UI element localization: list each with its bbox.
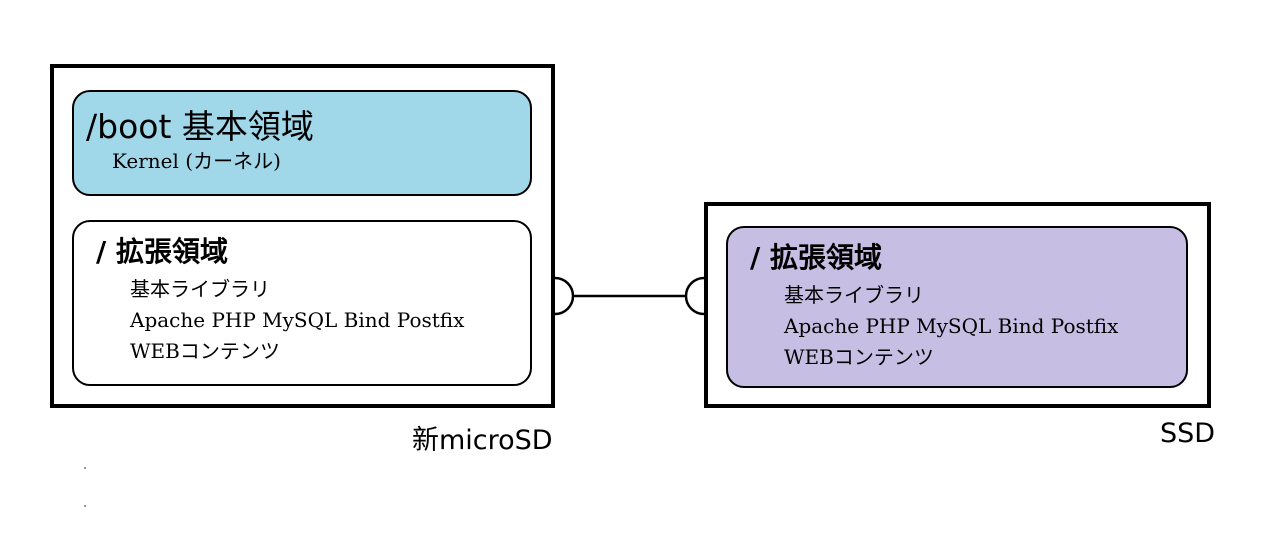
artifact-dot bbox=[84, 505, 86, 507]
artifact-dot bbox=[84, 467, 86, 469]
extended-content-line: Apache PHP MySQL Bind Postfix bbox=[130, 308, 465, 332]
boot-partition-title: /boot 基本領域 bbox=[86, 107, 314, 146]
boot-partition: /boot 基本領域 Kernel (カーネル) bbox=[72, 90, 532, 196]
microsd-extended-partition: / 拡張領域 基本ライブラリ Apache PHP MySQL Bind Pos… bbox=[72, 220, 532, 386]
boot-partition-contents: Kernel (カーネル) bbox=[112, 146, 281, 177]
microsd-extended-title: / 拡張領域 bbox=[96, 235, 228, 268]
ssd-device: / 拡張領域 基本ライブラリ Apache PHP MySQL Bind Pos… bbox=[704, 202, 1211, 408]
extended-content-line: WEBコンテンツ bbox=[784, 345, 934, 369]
boot-content-line: Kernel (カーネル) bbox=[112, 149, 281, 173]
extended-content-line: 基本ライブラリ bbox=[130, 277, 270, 301]
microsd-label: 新microSD bbox=[412, 425, 553, 456]
extended-content-line: 基本ライブラリ bbox=[784, 283, 924, 307]
ssd-extended-title: / 拡張領域 bbox=[750, 241, 882, 274]
microsd-device: /boot 基本領域 Kernel (カーネル) / 拡張領域 基本ライブラリ … bbox=[50, 64, 555, 408]
ssd-extended-partition: / 拡張領域 基本ライブラリ Apache PHP MySQL Bind Pos… bbox=[726, 226, 1188, 388]
microsd-extended-contents: 基本ライブラリ Apache PHP MySQL Bind Postfix WE… bbox=[130, 274, 464, 367]
extended-content-line: WEBコンテンツ bbox=[130, 339, 280, 363]
ssd-extended-contents: 基本ライブラリ Apache PHP MySQL Bind Postfix WE… bbox=[784, 280, 1118, 373]
extended-content-line: Apache PHP MySQL Bind Postfix bbox=[784, 314, 1119, 338]
ssd-label: SSD bbox=[1160, 418, 1216, 449]
socket-arc-right bbox=[684, 276, 705, 316]
socket-arc-left bbox=[554, 276, 575, 316]
